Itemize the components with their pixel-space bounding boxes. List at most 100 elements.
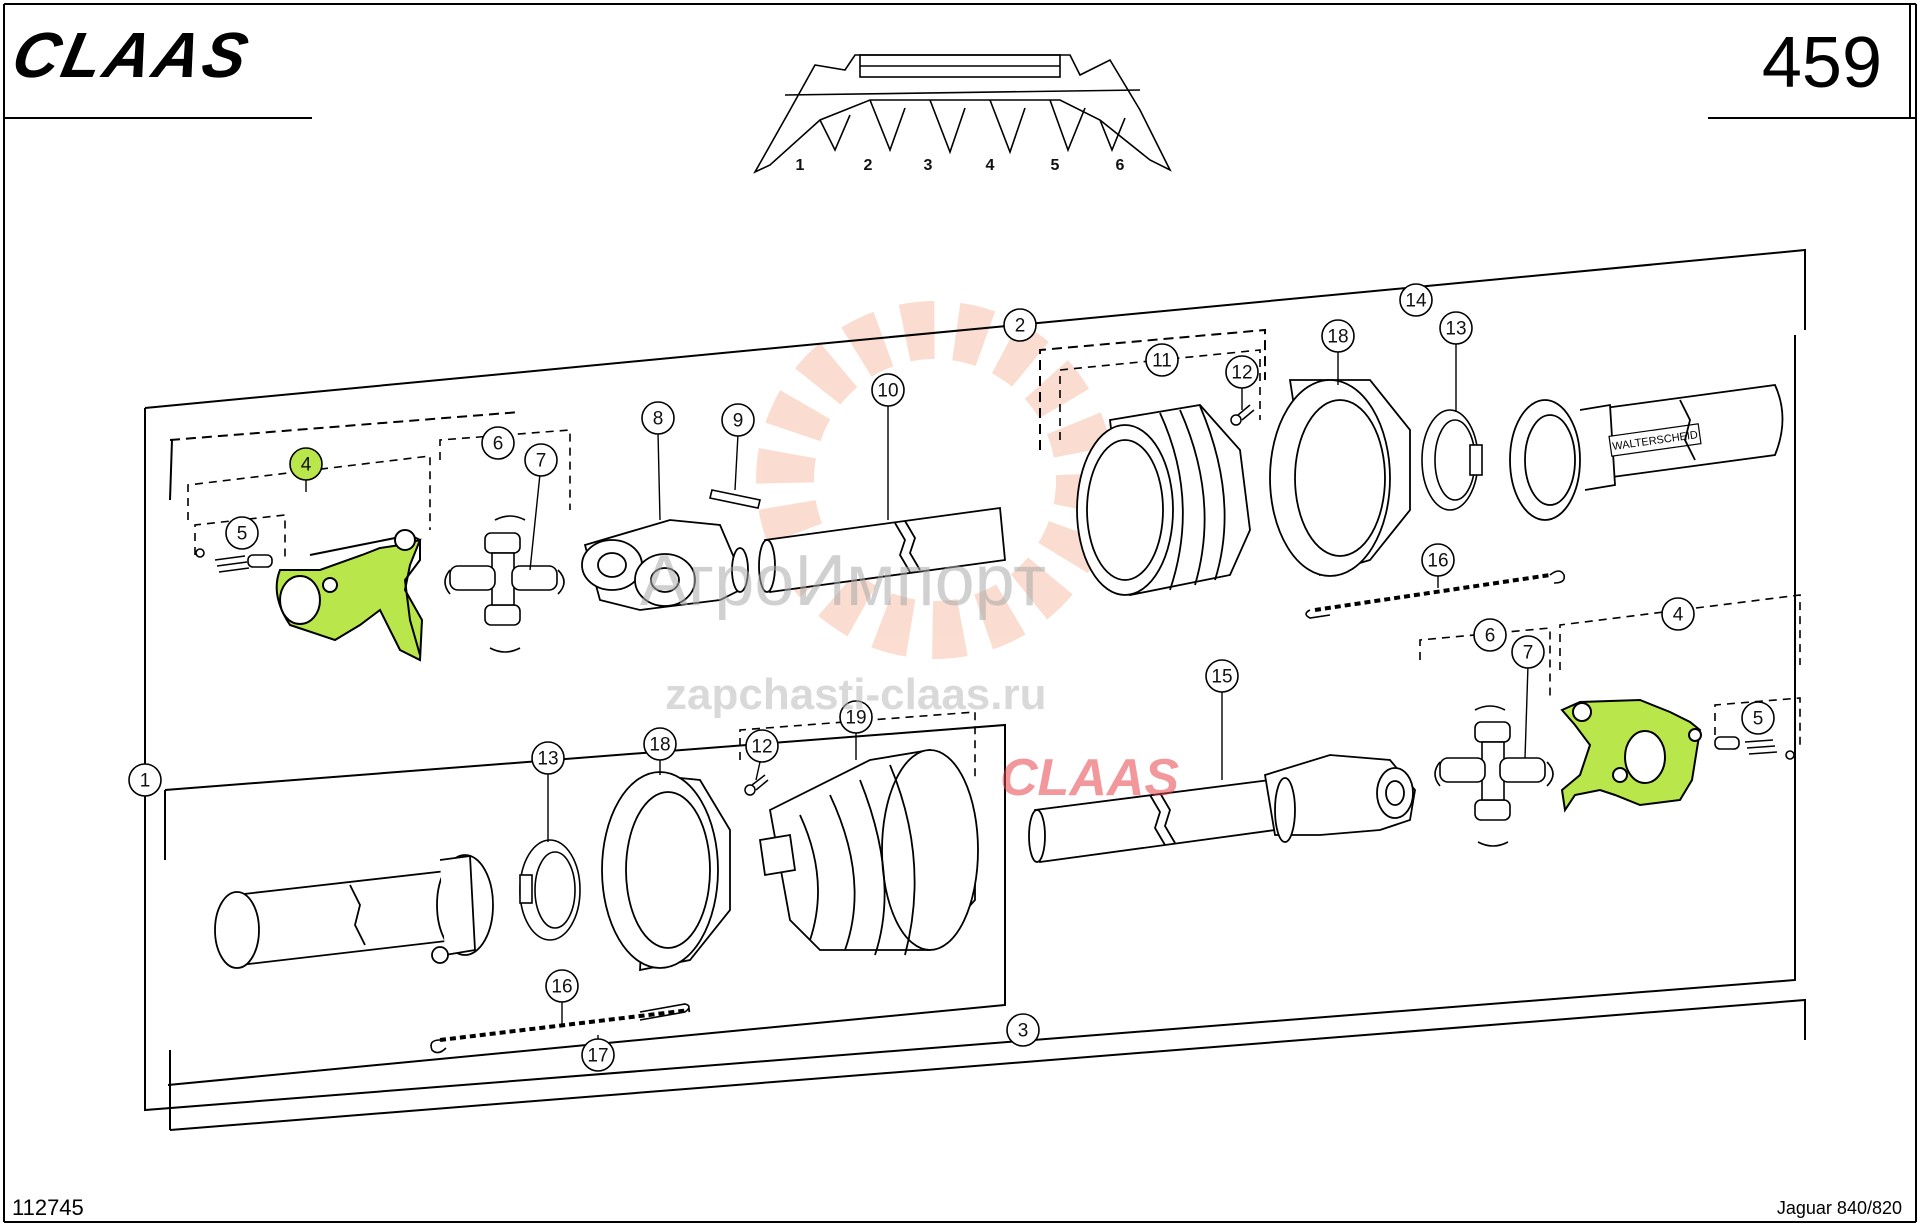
callout-c2: 2 (1003, 308, 1037, 342)
bearing-ring-18-top (1269, 379, 1411, 577)
inner-yoke-8 (581, 519, 749, 611)
outer-tube-14: WALTERSCHEID (1509, 384, 1784, 521)
callout-label: 6 (493, 434, 504, 455)
header-machine-icon (753, 54, 1172, 174)
callout-label: 5 (1753, 709, 1764, 730)
callout-label: 4 (301, 455, 312, 476)
screw-12-bottom (744, 774, 769, 796)
callout-c19: 19 (839, 700, 873, 734)
callout-c3: 3 (1006, 1013, 1040, 1047)
callout-label: 15 (1211, 667, 1232, 688)
bearing-ring-18-bottom (601, 771, 731, 972)
inner-tube-10 (758, 506, 1006, 594)
callout-c9: 9 (721, 403, 755, 437)
callout-label: 14 (1405, 291, 1427, 312)
callout-label: 4 (1673, 605, 1684, 626)
drawing-number: 112745 (12, 1195, 84, 1220)
page-number: 459 (1761, 23, 1882, 103)
callout-c17: 17 (581, 1038, 615, 1072)
callout-label: 12 (1231, 363, 1252, 384)
callout-label: 6 (1485, 626, 1496, 647)
callout-c12b: 12 (745, 729, 779, 763)
callout-circle (128, 763, 162, 797)
callout-label: 18 (649, 735, 670, 756)
protective-bellows-19 (758, 749, 979, 956)
callout-label: 9 (733, 411, 744, 432)
callout-label: 10 (877, 381, 898, 402)
protective-bellows-11 (1076, 404, 1251, 597)
callout-label: 2 (1015, 316, 1026, 337)
callout-circle (1421, 543, 1455, 577)
watermark-url: zapchasti-claas.ru (665, 670, 1047, 719)
header-row-number: 1 (796, 157, 805, 174)
callout-c7b: 7 (1511, 635, 1545, 669)
bolt-set-left (195, 548, 273, 573)
callout-c8: 8 (641, 401, 675, 435)
clamp-ring-13-bottom (519, 839, 581, 941)
callout-c13a: 13 (1439, 311, 1473, 345)
callout-label: 1 (140, 771, 151, 792)
callout-label: 13 (537, 749, 558, 770)
callout-c10: 10 (871, 373, 905, 407)
callout-circle (745, 729, 779, 763)
safety-chain-16-top (1305, 570, 1566, 619)
callout-label: 12 (751, 737, 772, 758)
callout-circle (581, 1038, 615, 1072)
callout-circle (641, 401, 675, 435)
header-row-number: 5 (1051, 157, 1060, 174)
callout-circle (1003, 308, 1037, 342)
outer-tube-bottom (214, 854, 494, 969)
screw-12-top (1230, 404, 1255, 426)
header-row-number: 4 (986, 157, 995, 174)
callout-circle (1661, 597, 1695, 631)
watermark-company: АгроИмпорт (640, 541, 1047, 621)
callout-circle (643, 727, 677, 761)
callout-c6a: 6 (481, 426, 515, 460)
callout-c13b: 13 (531, 741, 565, 775)
assembly-bracket-2 (144, 248, 1806, 1131)
machine-model: Jaguar 840/820 (1776, 1198, 1902, 1218)
callout-circle (1741, 701, 1775, 735)
callout-label: 16 (1427, 551, 1448, 572)
callout-c18a: 18 (1321, 319, 1355, 353)
callout-label: 7 (1523, 643, 1534, 664)
callout-circle (545, 969, 579, 1003)
callout-circle (524, 443, 558, 477)
callout-circle (1511, 635, 1545, 669)
callout-circle (1399, 283, 1433, 317)
yoke-left-highlighted (275, 529, 424, 662)
callout-c18b: 18 (643, 727, 677, 761)
callout-label: 16 (551, 977, 572, 998)
callout-c12a: 12 (1225, 355, 1259, 389)
callout-c7a: 7 (524, 443, 558, 477)
callout-circle (1145, 343, 1179, 377)
callout-c1: 1 (128, 763, 162, 797)
brand-logo: CLAAS (6, 19, 258, 91)
inner-tube-yoke-15 (1028, 754, 1416, 864)
callout-circle (1225, 355, 1259, 389)
callout-circle (871, 373, 905, 407)
page-frame (3, 3, 1917, 1223)
safety-chain-16-bottom (430, 1003, 691, 1054)
callout-label: 19 (845, 708, 866, 729)
callout-c6b: 6 (1473, 618, 1507, 652)
callout-label: 3 (1018, 1021, 1029, 1042)
universal-joint-cross-right (1434, 705, 1554, 847)
callout-label: 13 (1445, 319, 1466, 340)
bolt-set-right (1714, 736, 1795, 760)
header-row-number: 3 (924, 157, 933, 174)
callout-circle (531, 741, 565, 775)
spring-pin-9 (709, 489, 761, 509)
callout-c5a: 5 (225, 516, 259, 550)
callout-c4a: 4 (289, 447, 323, 481)
callout-c4b: 4 (1661, 597, 1695, 631)
callout-label: 11 (1152, 351, 1172, 372)
callout-circle (1473, 618, 1507, 652)
callout-circle (839, 700, 873, 734)
callout-c15: 15 (1205, 659, 1239, 693)
callout-c16b: 16 (545, 969, 579, 1003)
callout-circle (721, 403, 755, 437)
